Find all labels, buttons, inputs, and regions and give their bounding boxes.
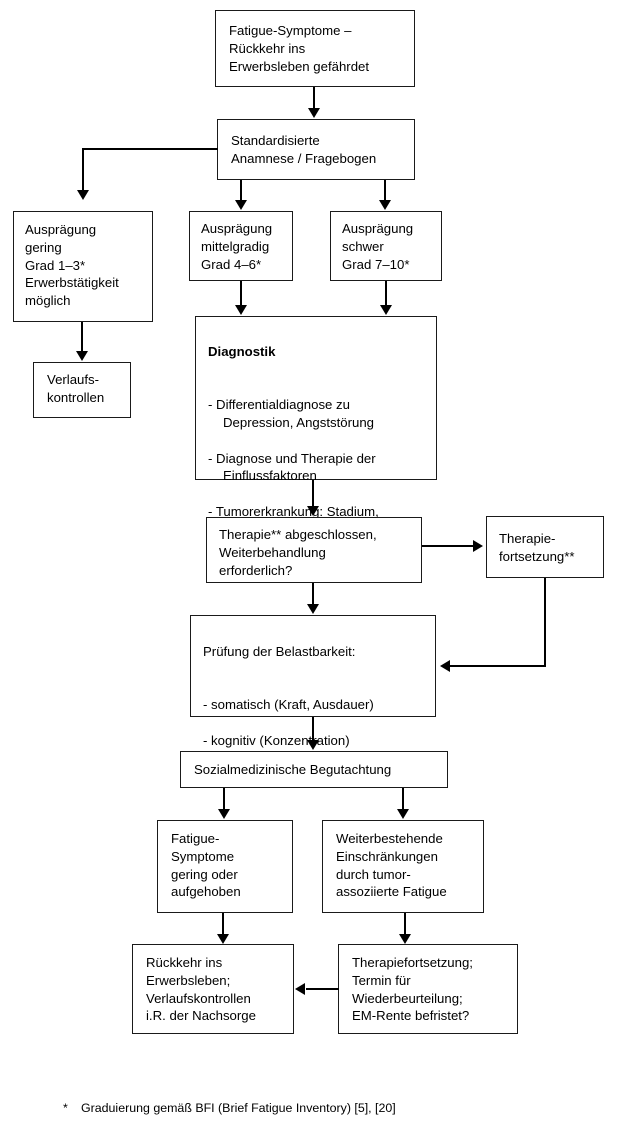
edge-start-to-anamnese <box>313 87 316 110</box>
arrowhead-outcome-good-to-result-return <box>216 934 229 944</box>
node-therapie-fortsetzung: Therapie- fortsetzung** <box>486 516 604 578</box>
diagnostik-bullet: - Diagnose und Therapie der Einflussfakt… <box>208 450 376 484</box>
pruefung-bullet: - kognitiv (Konzentration) <box>203 732 350 748</box>
edge-outcome-good-to-result-return <box>222 913 225 935</box>
node-fatigue-gering-aufgehoben: Fatigue- Symptome gering oder aufgehoben <box>157 820 293 913</box>
edge-diagnostik-to-therapie-frage <box>312 480 315 507</box>
arrowhead-anamnese-to-mild <box>77 190 89 200</box>
edge-result-therapy-to-result-return <box>306 988 339 991</box>
arrowhead-fortsetzung-to-pruefung <box>440 660 450 672</box>
edge-severe-to-diagnostik <box>385 281 388 306</box>
edge-moderate-to-diagnostik <box>240 281 243 306</box>
edge-pruefung-to-begutachtung <box>312 717 315 741</box>
arrowhead-moderate-to-diagnostik <box>234 305 247 315</box>
node-auspraegung-schwer: Ausprägung schwer Grad 7–10* <box>330 211 442 281</box>
diagnostik-bullet: - Differentialdiagnose zu Depression, An… <box>208 397 375 430</box>
node-sozialmedizinische-begutachtung: Sozialmedizinische Begutachtung <box>180 751 448 788</box>
diagnostik-title: Diagnostik <box>208 343 276 359</box>
arrowhead-mild-to-verlaufskontrollen <box>75 351 88 361</box>
edge-begutachtung-to-outcome-bad <box>402 788 405 810</box>
edge-begutachtung-to-outcome-good <box>223 788 226 810</box>
node-auspraegung-gering: Ausprägung gering Grad 1–3* Erwerbstätig… <box>13 211 153 322</box>
arrowhead-pruefung-to-begutachtung <box>306 740 319 750</box>
node-verlaufskontrollen: Verlaufs- kontrollen <box>33 362 131 418</box>
edge-anamnese-to-mild-horizontal <box>82 148 218 151</box>
footnote-text: Graduierung gemäß BFI (Brief Fatigue Inv… <box>81 1101 396 1115</box>
node-therapie-abgeschlossen-frage: Therapie** abgeschlossen, Weiterbehandlu… <box>206 517 422 583</box>
pruefung-title: Prüfung der Belastbarkeit: <box>203 643 356 659</box>
edge-mild-to-verlaufskontrollen <box>81 322 84 352</box>
footnotes: * Graduierung gemäß BFI (Brief Fatigue In… <box>63 1063 608 1124</box>
node-rueckkehr-erwerbsleben: Rückkehr ins Erwerbsleben; Verlaufskontr… <box>132 944 294 1034</box>
arrowhead-diagnostik-to-therapie-frage <box>306 506 319 516</box>
edge-frage-to-fortsetzung <box>422 545 474 548</box>
node-diagnostik: Diagnostik - Differentialdiagnose zu Dep… <box>195 316 437 555</box>
arrowhead-frage-to-pruefung <box>306 604 319 614</box>
node-therapiefortsetzung-em-rente: Therapiefortsetzung; Termin für Wiederbe… <box>338 944 518 1034</box>
edge-anamnese-to-mild-vertical <box>82 148 85 191</box>
node-fatigue-symptome-start: Fatigue-Symptome – Rückkehr ins Erwerbsl… <box>215 10 415 87</box>
node-auspraegung-mittelgradig: Ausprägung mittelgradig Grad 4–6* <box>189 211 293 281</box>
arrowhead-begutachtung-to-outcome-good <box>217 809 230 819</box>
edge-fortsetzung-to-pruefung <box>450 665 546 668</box>
edge-anamnese-to-moderate <box>240 180 243 201</box>
edge-frage-to-pruefung <box>312 583 315 606</box>
edge-outcome-bad-to-result-therapy <box>404 913 407 935</box>
pruefung-bullet: - somatisch (Kraft, Ausdauer) <box>203 697 374 713</box>
arrowhead-begutachtung-to-outcome-bad <box>396 809 409 819</box>
edge-fortsetzung-down <box>544 578 547 667</box>
arrowhead-frage-to-fortsetzung <box>473 540 483 552</box>
arrowhead-anamnese-to-severe <box>378 200 391 210</box>
footnote-marker: * <box>63 1101 68 1115</box>
arrowhead-outcome-bad-to-result-therapy <box>398 934 411 944</box>
footnote-row: * Graduierung gemäß BFI (Brief Fatigue In… <box>63 1099 608 1117</box>
arrowhead-anamnese-to-moderate <box>234 200 247 210</box>
arrowhead-start-to-anamnese <box>307 108 320 118</box>
node-pruefung-belastbarkeit: Prüfung der Belastbarkeit: - somatisch (… <box>190 615 436 783</box>
node-weiterbestehende-einschraenkungen: Weiterbestehende Einschränkungen durch t… <box>322 820 484 913</box>
arrowhead-result-therapy-to-result-return <box>295 983 305 995</box>
edge-anamnese-to-severe <box>384 180 387 201</box>
arrowhead-severe-to-diagnostik <box>379 305 392 315</box>
node-standardisierte-anamnese: Standardisierte Anamnese / Fragebogen <box>217 119 415 180</box>
